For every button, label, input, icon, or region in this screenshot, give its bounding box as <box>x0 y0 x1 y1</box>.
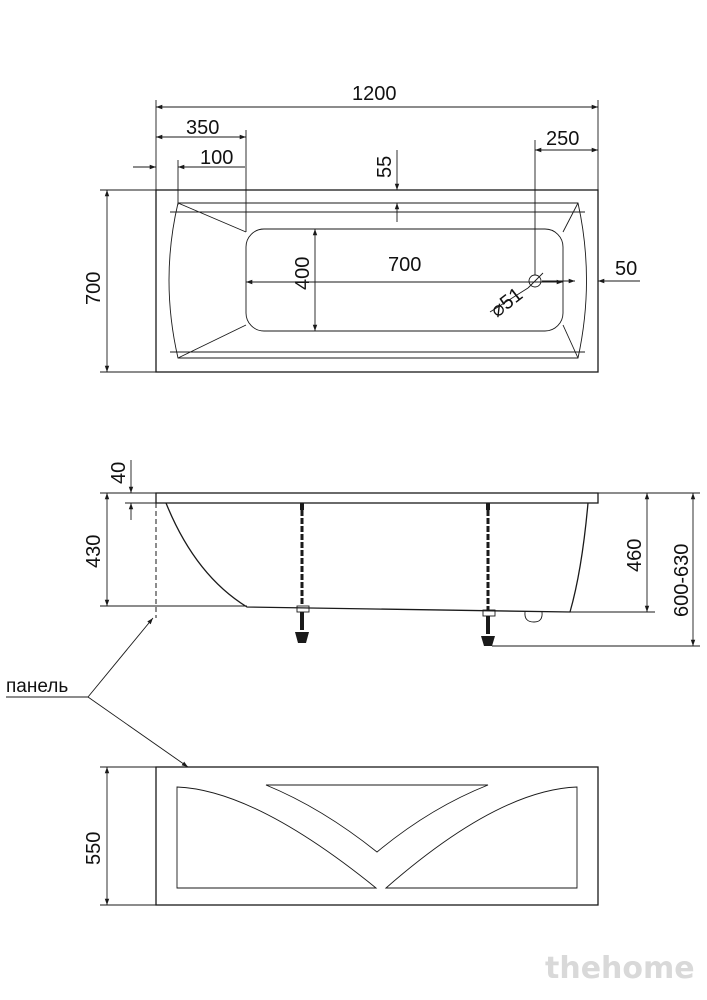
dim-350: 350 <box>186 117 219 139</box>
top-dimensions: 1200 350 100 250 55 700 400 700 ⌀51 <box>83 83 640 373</box>
drain-fitting <box>524 611 543 623</box>
dim-550: 550 <box>83 832 105 865</box>
panel-callout: панель <box>6 617 189 768</box>
top-view <box>155 189 599 373</box>
bevel-bl <box>177 324 247 359</box>
tub-outline-top <box>155 189 599 373</box>
dim-400: 400 <box>292 257 314 290</box>
panel-dimensions: 550 <box>83 766 156 906</box>
panel-label: панель <box>6 676 68 697</box>
bevel-tr <box>562 202 579 233</box>
leg-right <box>481 503 496 646</box>
dim-600-630: 600-630 <box>671 544 693 617</box>
tub-body-side <box>165 502 589 613</box>
panel-cutout-left <box>176 786 378 889</box>
tub-rim-side <box>155 492 599 504</box>
dim-100: 100 <box>200 147 233 169</box>
panel-leader-down <box>87 696 189 768</box>
watermark: thehome <box>545 951 695 986</box>
leg-left <box>295 503 310 643</box>
panel-cutout-center <box>265 784 489 853</box>
side-view <box>155 492 599 646</box>
dim-55: 55 <box>374 156 396 178</box>
dim-430: 430 <box>83 535 105 568</box>
panel-view <box>155 766 599 906</box>
dim-700-width: 700 <box>83 272 105 305</box>
bevel-tl <box>177 202 247 233</box>
panel-outline <box>155 766 599 906</box>
panel-leader-up <box>87 617 154 698</box>
dim-250: 250 <box>546 128 579 150</box>
dim-40: 40 <box>108 462 130 484</box>
bevel-br <box>562 324 579 359</box>
dim-1200: 1200 <box>352 83 397 105</box>
panel-cutout-right <box>384 786 578 889</box>
dim-700-length: 700 <box>388 254 421 276</box>
dim-drain-diameter: ⌀51 <box>487 283 528 321</box>
dim-460: 460 <box>624 539 646 572</box>
dim-50: 50 <box>615 258 637 280</box>
drain-leader <box>489 287 529 313</box>
side-dimensions: 40 430 460 600-630 <box>83 460 700 647</box>
